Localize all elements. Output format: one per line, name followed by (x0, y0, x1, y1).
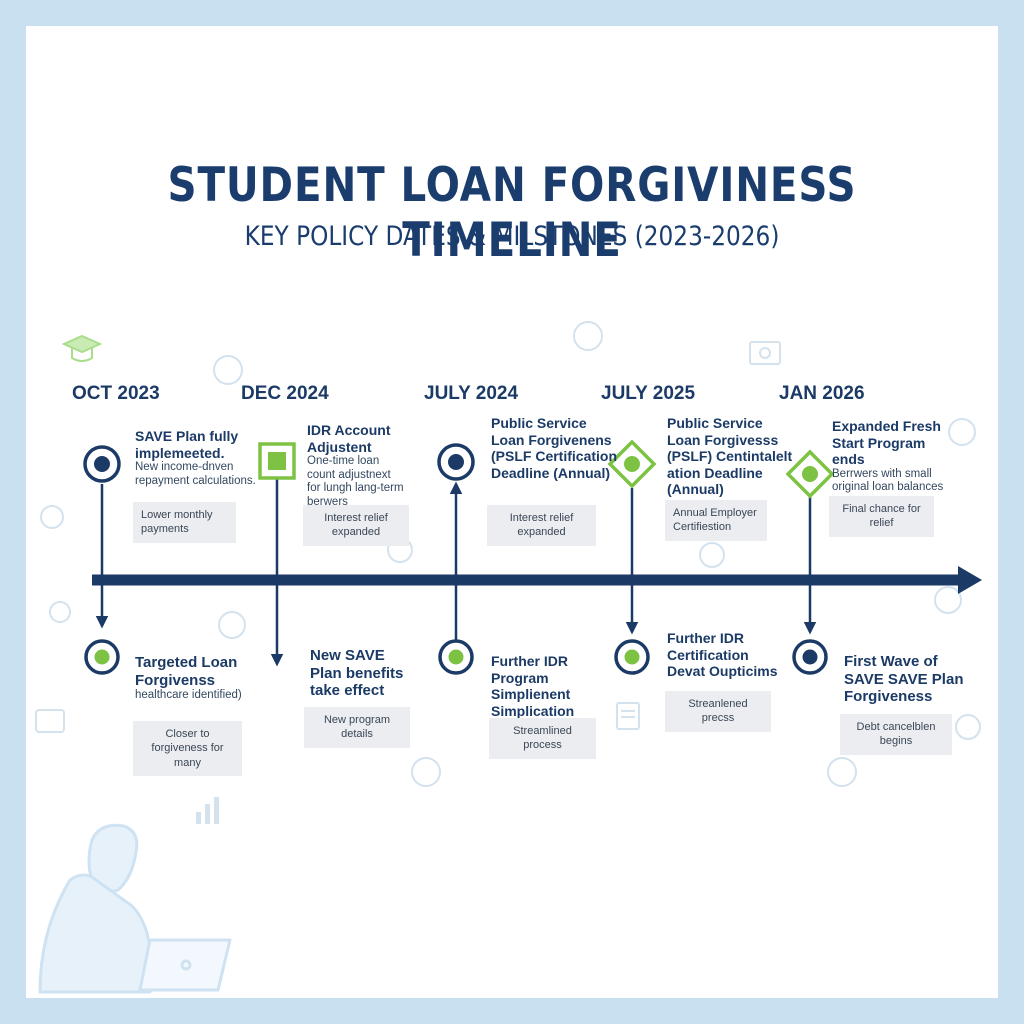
milestone-title: Further IDR Program Simplienent Simplica… (491, 653, 575, 719)
milestone-description: Berrwers with small original loan balanc… (832, 467, 944, 494)
tag-july-2025-top: Annual Employer Certifiestion (665, 500, 767, 541)
milestone-dec-2024-bottom: New SAVE Plan benefits take effect (310, 647, 420, 700)
milestone-jan-2026-top: Expanded Fresh Start Program ends Berrwe… (832, 418, 950, 495)
milestone-title: Targeted Loan Forgivenss (135, 654, 238, 689)
milestone-description: healthcare identified) (135, 689, 242, 702)
chart-icon (196, 797, 219, 824)
milestone-title: First Wave of SAVE SAVE Plan Forgiveness (844, 653, 964, 706)
tag-dec-2024-bottom: New program details (304, 707, 410, 748)
page-subtitle: KEY POLICY DATES & MILSTONES (2023-2026) (244, 221, 780, 252)
marker-july-2025-top (607, 439, 657, 489)
graduation-cap-icon (61, 334, 103, 362)
milestone-july-2025-bottom: Further IDR Certification Devat Oupticim… (667, 630, 782, 680)
milestone-july-2025-top: Public Service Loan Forgivesss (PSLF) Ce… (667, 415, 793, 498)
marker-july-2024-bottom (438, 639, 474, 675)
marker-dec-2024-top (258, 442, 296, 480)
coin-icon (40, 321, 981, 787)
dollar-bill-icon (749, 341, 781, 365)
tag-oct-2023-bottom: Closer to forgiveness for many (133, 721, 242, 776)
tag-jan-2026-top: Final chance for relief (829, 496, 934, 537)
milestone-title: IDR Account Adjustent (307, 422, 391, 455)
milestone-description: One-time loan count adjustnext for lungh… (307, 455, 404, 508)
milestone-july-2024-top: Public Service Loan Forgivenens (PSLF Ce… (491, 415, 617, 481)
tag-july-2025-bottom: Streanlened precss (665, 691, 771, 732)
date-jan-2026: JAN 2026 (779, 383, 865, 404)
milestone-title: Public Service Loan Forgivenens (PSLF Ce… (491, 415, 618, 481)
wallet-icon (35, 709, 65, 733)
tag-jan-2026-bottom: Debt cancelblen begins (840, 714, 952, 755)
milestone-july-2024-bottom: Further IDR Program Simplienent Simplica… (491, 653, 613, 719)
tag-dec-2024-top: Interest relief expanded (303, 505, 409, 546)
marker-jan-2026-bottom (792, 639, 828, 675)
tag-july-2024-top: Interest relief expanded (487, 505, 596, 546)
milestone-title: New SAVE Plan benefits take effect (310, 647, 404, 700)
milestone-title: Further IDR Certification Devat Oupticim… (667, 630, 778, 680)
marker-oct-2023-bottom (84, 639, 120, 675)
milestone-oct-2023-top: SAVE Plan fully implemeeted. New income-… (135, 428, 265, 488)
milestone-title: Public Service Loan Forgivesss (PSLF) Ce… (667, 415, 793, 498)
milestone-title: Expanded Fresh Start Program ends (832, 418, 941, 468)
tag-july-2024-bottom: Streamlined process (489, 718, 596, 759)
date-dec-2024: DEC 2024 (241, 383, 329, 404)
tag-oct-2023-top: Lower monthly payments (133, 502, 236, 543)
milestone-description: New income-dnven repayment calculations. (135, 461, 256, 487)
timeline-arrowhead (958, 566, 982, 594)
milestone-oct-2023-bottom: Targeted Loan Forgivenss healthcare iden… (135, 654, 275, 703)
date-oct-2023: OCT 2023 (72, 383, 160, 404)
milestone-jan-2026-bottom: First Wave of SAVE SAVE Plan Forgiveness (844, 653, 974, 706)
date-july-2024: JULY 2024 (424, 383, 519, 404)
marker-july-2025-bottom (614, 639, 650, 675)
marker-jan-2026-top (785, 449, 835, 499)
document-icon (616, 702, 640, 730)
milestone-title: SAVE Plan fully implemeeted. (135, 428, 239, 461)
date-july-2025: JULY 2025 (601, 383, 696, 404)
marker-oct-2023-top (83, 445, 121, 483)
person-laptop-icon (38, 823, 232, 994)
milestone-dec-2024-top: IDR Account Adjustent One-time loan coun… (307, 422, 445, 509)
page-title: STUDENT LOAN FORGIVINESS TIMELINE (167, 158, 857, 268)
marker-july-2024-top (437, 443, 475, 481)
